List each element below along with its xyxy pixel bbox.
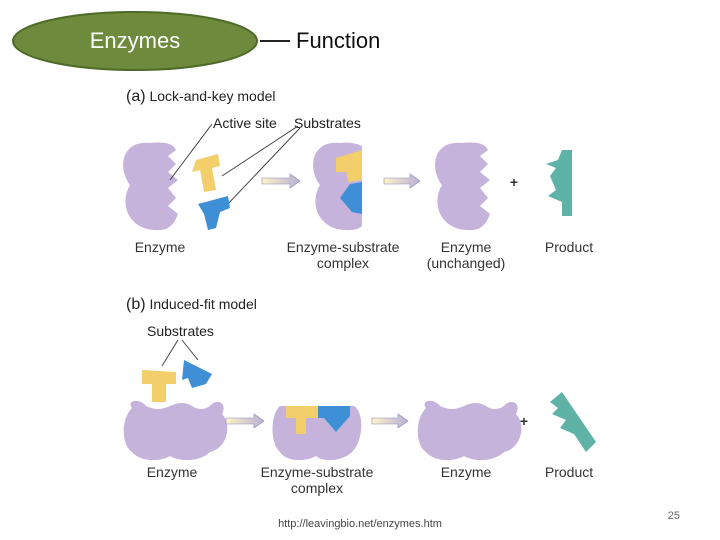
callout-substrates-b: Substrates — [147, 323, 214, 339]
complex-substrate-yellow-a — [336, 150, 362, 182]
label-complex-a-line1: Enzyme-substrate — [286, 239, 400, 255]
substrate-blue-b — [182, 360, 212, 388]
panel-a-letter: (a) — [126, 88, 146, 105]
label-product-b: Product — [544, 464, 594, 480]
enzyme-shape-b — [123, 400, 228, 461]
enzyme-shape-b2 — [417, 400, 522, 461]
substrate-blue-a — [198, 196, 230, 230]
pointer-substrate-1 — [221, 125, 299, 177]
reaction-arrow-a1 — [261, 173, 301, 189]
label-complex-a-line2: complex — [316, 255, 370, 271]
enzyme-unchanged-shape-a — [435, 142, 490, 231]
callout-active-site: Active site — [213, 115, 277, 131]
label-product-a: Product — [544, 239, 594, 255]
reaction-arrow-b1 — [225, 413, 265, 429]
page-number: 25 — [667, 510, 680, 522]
panel-a-title-text: Lock-and-key model — [149, 88, 276, 104]
plus-sign-a: + — [509, 174, 519, 190]
label-enzyme-unchanged-line2: (unchanged) — [426, 255, 506, 271]
title-oval — [12, 11, 258, 71]
enzyme-shape-a — [123, 142, 178, 231]
panel-b-letter: (b) — [126, 296, 146, 313]
label-enzyme-a: Enzyme — [134, 239, 186, 255]
slide-title: Enzymes — [89, 28, 181, 53]
substrate-yellow-b — [142, 370, 176, 402]
product-shape-b — [550, 392, 596, 452]
complex-substrate-blue-a — [340, 182, 362, 214]
callout-substrates-a: Substrates — [294, 115, 361, 131]
pointer-active-site — [169, 123, 213, 181]
substrate-yellow-a — [192, 154, 220, 192]
panel-b-title-text: Induced-fit model — [149, 296, 257, 312]
pointer-substrate-b2 — [181, 339, 199, 361]
reaction-arrow-b2 — [371, 413, 409, 429]
panel-a-title: (a) Lock-and-key model — [126, 88, 276, 106]
product-shape-a — [546, 150, 572, 216]
label-complex-b-line1: Enzyme-substrate — [260, 464, 374, 480]
slide-subtitle: Function — [296, 28, 381, 53]
complex-substrate-yellow-b — [286, 406, 318, 434]
complex-substrate-blue-b — [318, 406, 350, 432]
label-complex-b-line2: complex — [290, 480, 344, 496]
pointer-substrate-2 — [225, 127, 301, 207]
source-link[interactable]: http://leavingbio.net/enzymes.htm — [278, 518, 442, 530]
panel-b-title: (b) Induced-fit model — [126, 296, 257, 314]
reaction-arrow-a2 — [383, 173, 421, 189]
pointer-substrate-b1 — [161, 339, 179, 367]
plus-sign-b: + — [519, 413, 529, 429]
label-enzyme-unchanged-line1: Enzyme — [440, 239, 492, 255]
label-enzyme-b2: Enzyme — [440, 464, 492, 480]
title-connector-line — [260, 40, 290, 42]
label-enzyme-b: Enzyme — [146, 464, 198, 480]
